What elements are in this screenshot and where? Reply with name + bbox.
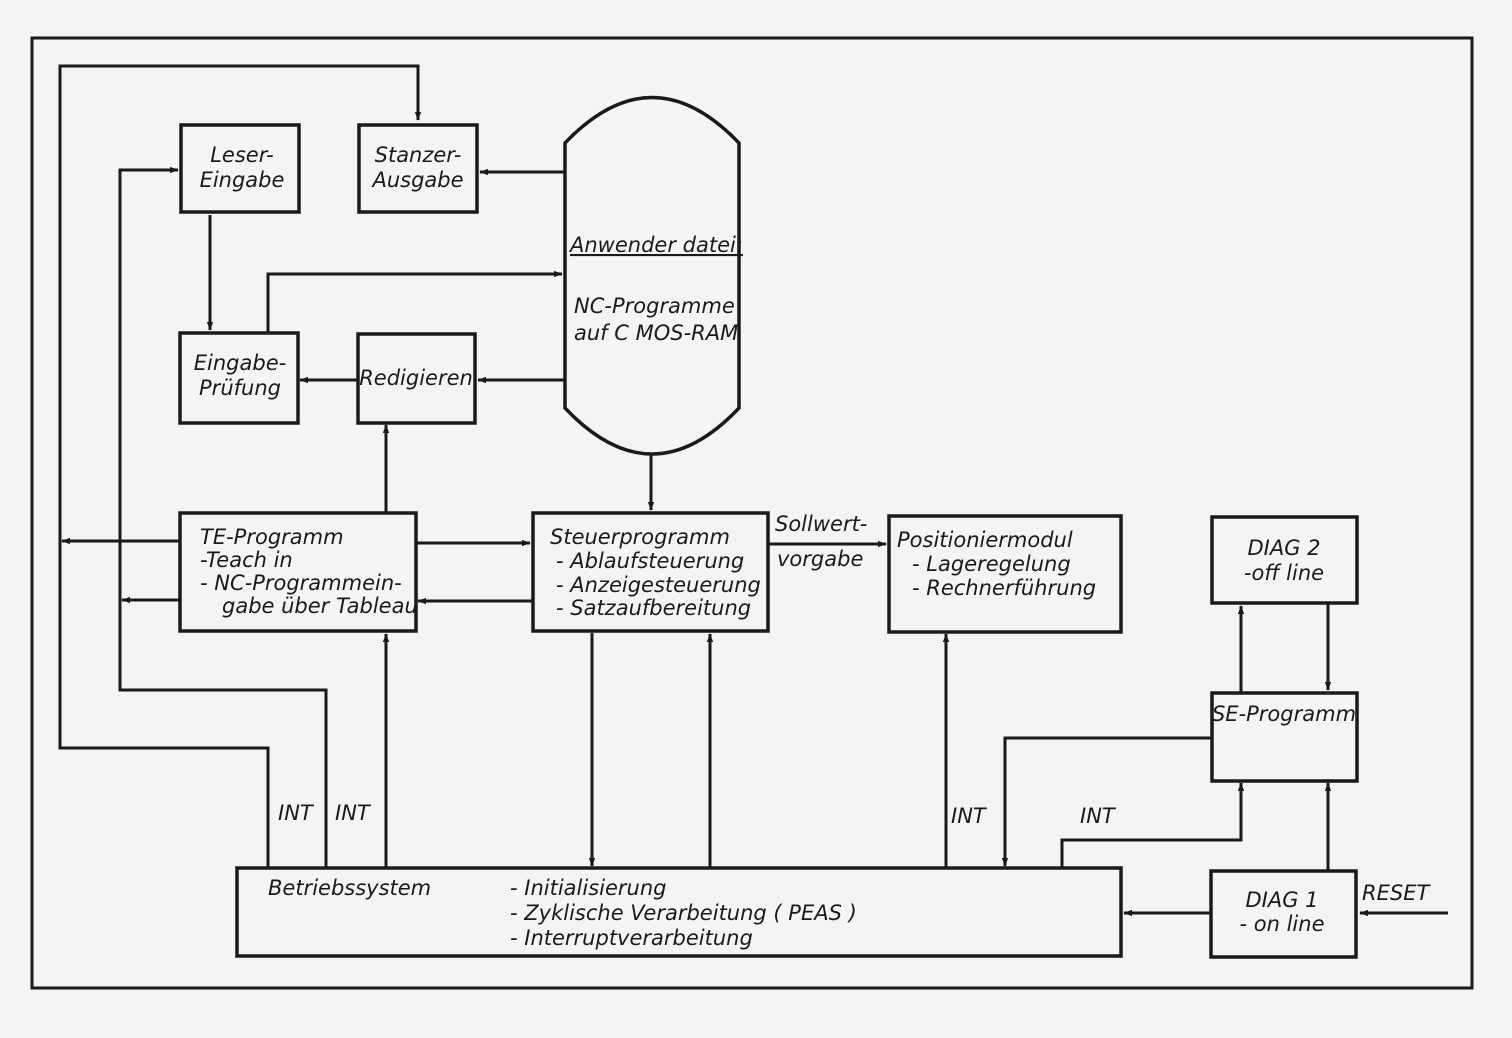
bs-item-3: - Interruptverarbeitung [510, 926, 753, 950]
anwenderdatei-line-1: NC-Programme [574, 294, 735, 318]
position-line-1: Positioniermodul [897, 528, 1073, 552]
connector-se-to-bs [1001, 736, 1212, 867]
steuer-line-4: - Satzaufbereitung [556, 596, 751, 620]
position-line-2: - Lageregelung [912, 552, 1071, 576]
stanzer-line-2: Ausgabe [370, 168, 463, 192]
connections [58, 64, 1448, 917]
anwenderdatei-title: Anwender datei: [568, 233, 743, 257]
block-se-programm: SE-Programm [1210, 691, 1359, 783]
diag1-line-2: - on line [1240, 912, 1325, 936]
block-diag1: DIAG 1 - on line [1209, 869, 1358, 959]
sollwert-line-1: Sollwert- [775, 512, 867, 536]
stanzer-line-1: Stanzer- [375, 143, 462, 167]
connector-loop-to-stanzer [58, 64, 422, 868]
leser-line-1: Leser- [210, 143, 274, 167]
anwenderdatei-line-2: auf C MOS-RAM [574, 321, 738, 345]
outer-frame [30, 36, 1474, 990]
te-line-3: - NC-Programmein- [200, 571, 402, 595]
diag1-line-1: DIAG 1 [1245, 888, 1318, 912]
int-label-3: INT [951, 804, 988, 828]
connector-bs-to-se [1060, 782, 1245, 868]
reset-label: RESET [1362, 881, 1431, 905]
te-line-2: -Teach in [200, 548, 293, 572]
bs-item-2: - Zyklische Verarbeitung ( PEAS ) [510, 901, 857, 925]
int-label-2: INT [335, 801, 372, 825]
int-label-1: INT [278, 801, 315, 825]
int-label-4: INT [1080, 804, 1117, 828]
block-diag2: DIAG 2 -off line [1210, 515, 1359, 605]
sollwert-label: Sollwert- vorgabe [775, 512, 867, 571]
block-redigieren: Redigieren [356, 332, 477, 425]
bs-item-1: - Initialisierung [510, 876, 666, 900]
connector-loop-to-leser [118, 166, 328, 868]
block-steuerprogramm: Steuerprogramm - Ablaufsteuerung - Anzei… [531, 511, 770, 633]
diag2-line-2: -off line [1244, 561, 1324, 585]
sollwert-line-2: vorgabe [777, 547, 863, 571]
steuer-line-3: - Anzeigesteuerung [556, 573, 761, 597]
te-line-1: TE-Programm [200, 525, 344, 549]
connector-pruefung-to-datei [266, 270, 563, 334]
block-te-programm: TE-Programm -Teach in - NC-Programmein- … [178, 511, 418, 633]
bs-title: Betriebssystem [268, 876, 431, 900]
pruefung-line-2: Prüfung [199, 376, 281, 400]
block-positioniermodul: Positioniermodul - Lageregelung - Rechne… [887, 514, 1123, 634]
block-eingabe-pruefung: Eingabe- Prüfung [178, 331, 300, 425]
steuer-line-1: Steuerprogramm [550, 525, 730, 549]
steuer-line-2: - Ablaufsteuerung [556, 549, 744, 573]
block-leser-eingabe: Leser- Eingabe [179, 123, 301, 214]
block-anwenderdatei: Anwender datei: NC-Programme auf C MOS-R… [563, 95, 743, 456]
se-programm-label: SE-Programm [1212, 702, 1356, 726]
te-line-4: gabe über Tableau [222, 594, 418, 618]
block-stanzer-ausgabe: Stanzer- Ausgabe [357, 123, 479, 214]
position-line-3: - Rechnerführung [912, 576, 1096, 600]
leser-line-2: Eingabe [200, 168, 285, 192]
diag2-line-1: DIAG 2 [1247, 536, 1320, 560]
pruefung-line-1: Eingabe- [194, 351, 286, 375]
block-betriebssystem: Betriebssystem - Initialisierung - Zykli… [235, 866, 1123, 958]
redigieren-label: Redigieren [359, 366, 473, 390]
